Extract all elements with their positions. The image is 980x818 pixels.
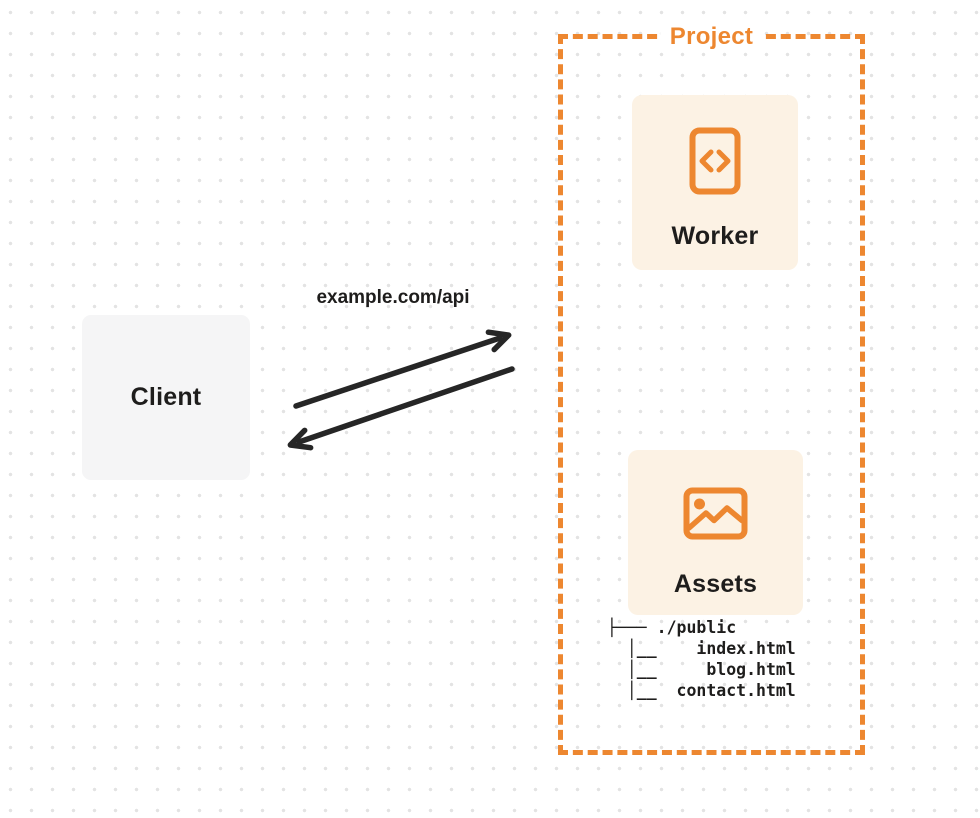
assets-label: Assets bbox=[673, 570, 758, 598]
image-icon bbox=[683, 487, 748, 540]
project-boundary: Project bbox=[558, 23, 865, 755]
request-arrow bbox=[293, 329, 512, 409]
code-icon bbox=[689, 127, 741, 195]
worker-label: Worker bbox=[671, 222, 759, 250]
project-label: Project bbox=[659, 23, 764, 51]
client-node: Client bbox=[82, 315, 250, 480]
client-label: Client bbox=[130, 383, 202, 411]
response-arrow bbox=[287, 366, 515, 451]
assets-file-tree: ├─── ./public │__ index.html │__ blog.ht… bbox=[607, 618, 796, 700]
worker-node: Worker bbox=[632, 95, 798, 270]
request-url-label: example.com/api bbox=[316, 287, 470, 308]
assets-node: Assets bbox=[628, 450, 803, 615]
